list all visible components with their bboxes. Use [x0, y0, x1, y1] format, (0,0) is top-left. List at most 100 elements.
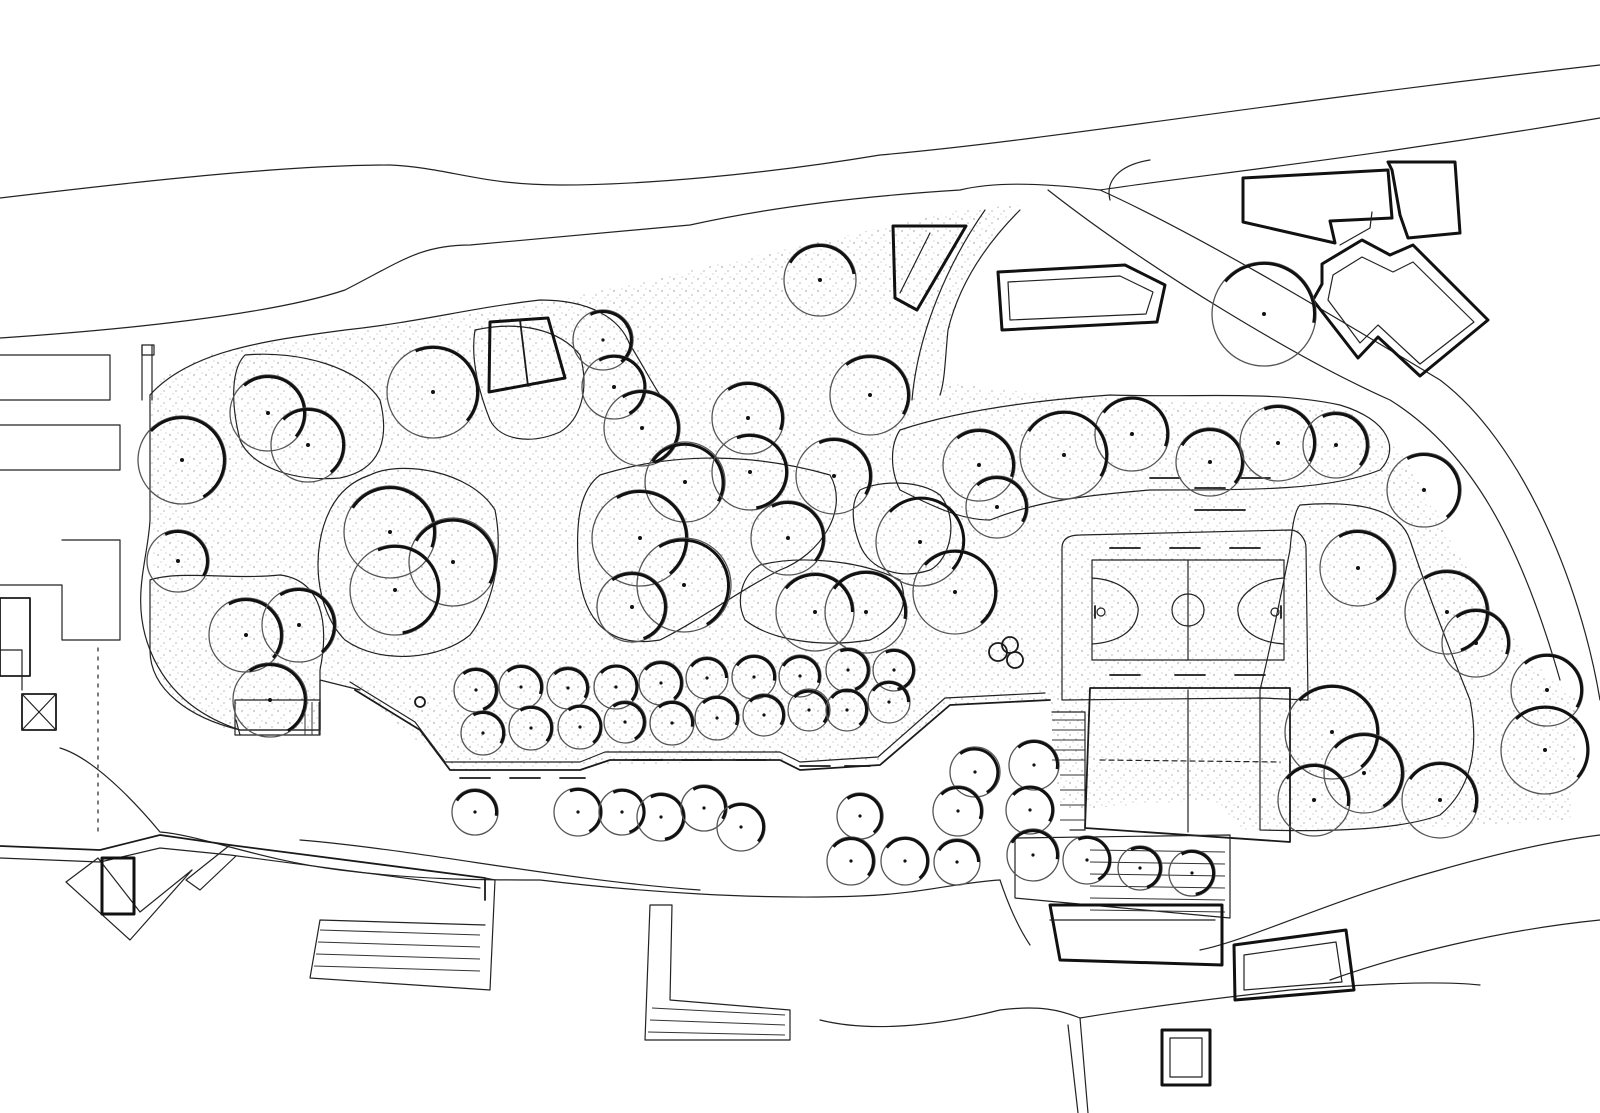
gravel-plaza	[148, 205, 1580, 830]
tree-canopy-arc	[598, 354, 647, 415]
tree-canopy-arc	[1514, 705, 1590, 779]
tree-canopy-arc	[736, 433, 789, 510]
tree-canopy-arc	[472, 710, 506, 745]
tree-trunk	[1062, 453, 1066, 457]
tree-canopy-arc	[885, 649, 915, 691]
tree	[880, 836, 930, 886]
tree	[636, 537, 732, 633]
tree	[826, 836, 876, 886]
tree	[408, 517, 498, 607]
tree-trunk	[705, 676, 709, 680]
tree-canopy-arc	[351, 486, 436, 548]
tree	[1319, 529, 1397, 607]
tree-trunk	[578, 725, 582, 729]
tree-trunk	[1334, 443, 1338, 447]
tree-trunk	[1276, 441, 1280, 445]
tree-canopy-arc	[1010, 829, 1059, 860]
pavilion	[487, 316, 567, 394]
tree-trunk	[306, 443, 310, 447]
ornamental-stones	[414, 636, 1024, 708]
tree-trunk	[739, 825, 743, 829]
tree-canopy-arc	[832, 837, 875, 877]
tree	[261, 587, 337, 663]
tree-trunk	[1330, 730, 1334, 734]
tree-canopy-arc	[599, 664, 639, 702]
tree	[933, 838, 981, 886]
timber-deck	[1014, 834, 1231, 919]
tree	[716, 802, 766, 852]
tree	[603, 389, 681, 467]
tree-canopy-arc	[658, 538, 730, 626]
tree-canopy-arc	[956, 429, 1015, 478]
tree-canopy-arc	[519, 705, 554, 743]
tree	[912, 549, 998, 635]
tree	[1401, 761, 1479, 839]
tree-canopy-arc	[611, 572, 667, 640]
tree	[1500, 705, 1590, 795]
tree-trunk	[849, 859, 853, 863]
tree-trunk	[918, 540, 922, 544]
tree-canopy-arc	[735, 654, 777, 681]
tree-canopy-arc	[771, 501, 825, 562]
tree	[460, 710, 506, 756]
tree-canopy-arc	[845, 355, 910, 416]
tree-canopy-arc	[650, 793, 686, 841]
tree	[742, 693, 786, 737]
tree-canopy-arc	[692, 785, 727, 820]
tree-trunk	[1543, 748, 1547, 752]
tree-canopy-arc	[782, 655, 821, 684]
tree	[596, 571, 668, 643]
tree-canopy-arc	[1102, 396, 1170, 447]
basketball-court	[1061, 529, 1309, 701]
multi-use-court	[1084, 687, 1291, 843]
tree	[783, 243, 857, 317]
corner-building-complex	[1241, 160, 1490, 378]
tree	[872, 648, 916, 692]
tree-canopy-arc	[937, 839, 980, 863]
tree-canopy-arc	[455, 789, 499, 816]
tree	[1277, 763, 1351, 837]
tree	[750, 500, 826, 576]
tree-trunk	[297, 623, 301, 627]
tree	[965, 475, 1029, 539]
tree-canopy-arc	[567, 704, 603, 744]
tree-canopy-arc	[282, 407, 345, 474]
tree-trunk	[752, 675, 756, 679]
tree-trunk	[702, 806, 706, 810]
tree	[137, 415, 227, 505]
tree	[867, 680, 911, 724]
tree-canopy-arc	[690, 657, 728, 679]
tree-trunk	[1545, 688, 1549, 692]
tree-canopy-arc	[164, 530, 209, 577]
tree-trunk	[623, 720, 627, 724]
tree-trunk	[474, 688, 478, 692]
tree-trunk	[176, 559, 180, 563]
tree-canopy-arc	[415, 345, 480, 422]
tree-trunk	[612, 385, 616, 389]
tree-trunk	[845, 708, 849, 712]
tree	[349, 544, 441, 636]
tree-canopy-arc	[657, 700, 695, 727]
tree-trunk	[566, 686, 570, 690]
tree-canopy-arc	[506, 664, 544, 695]
tree-canopy-arc	[727, 381, 784, 431]
tree-canopy-arc	[788, 243, 856, 275]
tree-canopy-arc	[727, 802, 766, 843]
tree-canopy-arc	[414, 518, 497, 585]
tree-canopy-arc	[818, 438, 872, 496]
tree-canopy-arc	[1285, 764, 1351, 807]
tree-trunk	[683, 480, 687, 484]
tree	[581, 354, 647, 420]
tree	[1005, 785, 1055, 835]
tree-trunk	[953, 590, 957, 594]
tree-canopy-arc	[784, 573, 854, 613]
tree-trunk	[864, 610, 868, 614]
tree-canopy-arc	[1027, 410, 1109, 478]
tree-canopy-arc	[748, 694, 785, 726]
tree-trunk	[266, 411, 270, 415]
tree-trunk	[748, 470, 752, 474]
tree-trunk	[1312, 798, 1316, 802]
tree	[1175, 427, 1245, 497]
tree	[508, 705, 554, 751]
